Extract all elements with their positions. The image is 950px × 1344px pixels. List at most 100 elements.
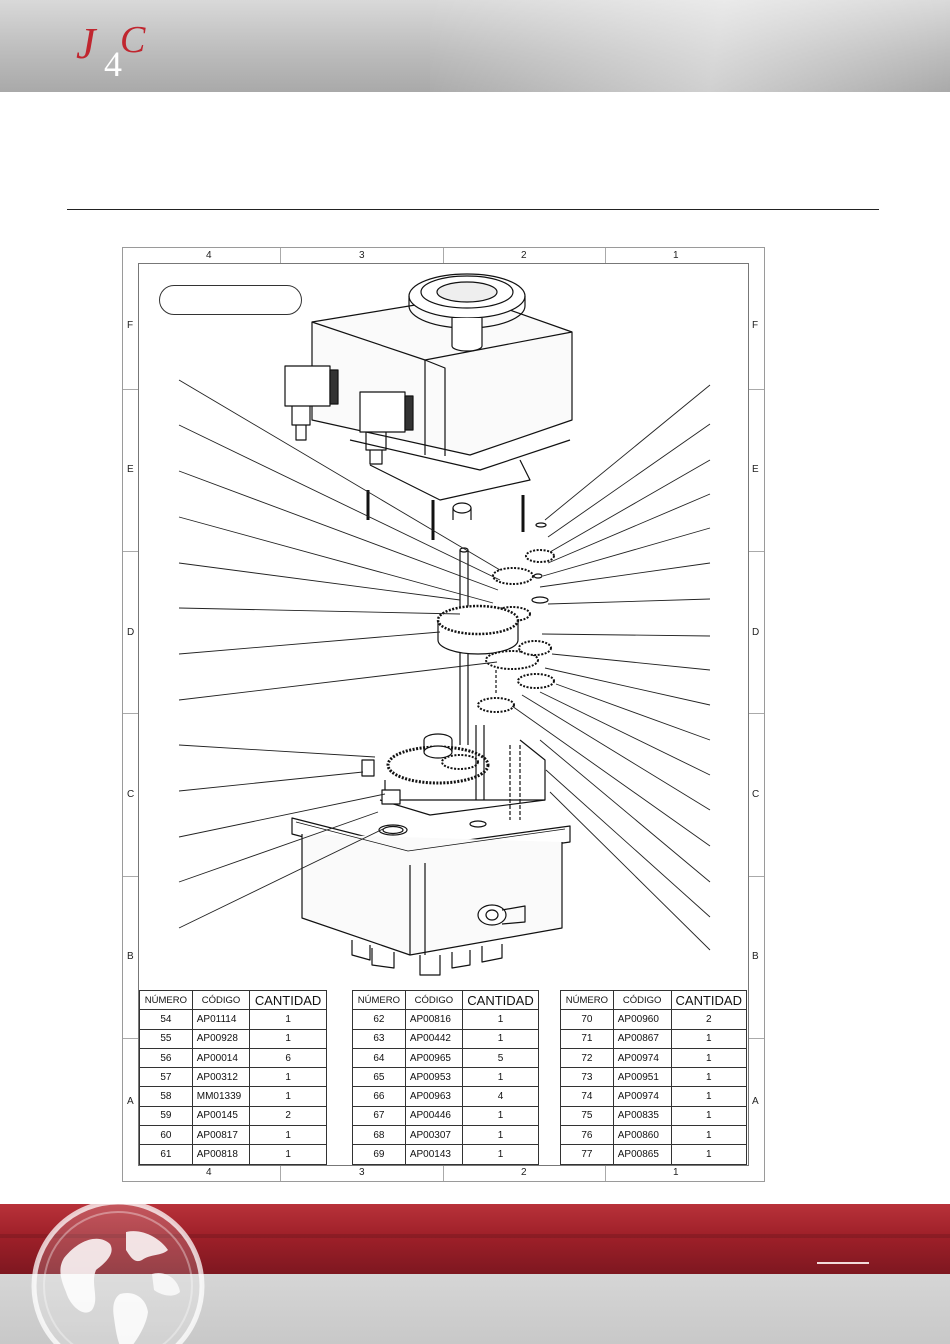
cell-numero: 72 [560, 1047, 614, 1069]
frame-tick [123, 1038, 138, 1039]
cell-numero: 56 [139, 1047, 193, 1069]
cell-cantidad: 1 [670, 1144, 748, 1165]
table-header-row: NÚMERO CÓDIGO CANTIDAD [139, 989, 327, 1011]
frame-tick [123, 713, 138, 714]
zone-row-left: C [127, 789, 135, 800]
zone-col-top: 1 [673, 250, 679, 261]
zone-row-right: D [752, 627, 760, 638]
col-header-numero: NÚMERO [139, 989, 193, 1011]
cell-cantidad: 1 [249, 1028, 327, 1049]
cell-codigo: AP00014 [191, 1047, 251, 1069]
zone-row-right: B [752, 951, 759, 962]
cell-cantidad: 1 [462, 1009, 539, 1030]
cell-numero: 59 [139, 1105, 193, 1127]
cell-numero: 69 [352, 1144, 406, 1165]
cell-codigo: AP00312 [191, 1067, 251, 1088]
frame-tick [280, 248, 281, 263]
leader-lines [178, 379, 711, 951]
cell-codigo: AP00974 [612, 1086, 672, 1107]
table-header-row: NÚMERO CÓDIGO CANTIDAD [352, 989, 539, 1011]
cell-numero: 73 [560, 1067, 614, 1088]
col-header-numero: NÚMERO [560, 989, 614, 1011]
cell-numero: 64 [352, 1047, 406, 1069]
zone-row-right: E [752, 464, 759, 475]
cell-codigo: AP00816 [404, 1009, 464, 1030]
cell-numero: 62 [352, 1009, 406, 1030]
logo-letter-j: J [76, 19, 98, 68]
col-header-codigo: CÓDIGO [612, 989, 672, 1011]
cell-cantidad: 1 [462, 1105, 539, 1127]
connector-right [359, 391, 406, 433]
zone-row-left: E [127, 464, 134, 475]
footer-underline [817, 1262, 869, 1264]
frame-tick [280, 1166, 281, 1181]
drawing-inner-border [138, 263, 749, 1166]
logo-letter-4: 4 [104, 44, 122, 78]
cell-codigo: AP00963 [404, 1086, 464, 1107]
cell-codigo: AP00143 [404, 1144, 464, 1165]
cell-numero: 60 [139, 1125, 193, 1146]
frame-tick [123, 389, 138, 390]
cell-cantidad: 1 [670, 1028, 748, 1049]
footer-band-shade [0, 1234, 950, 1238]
cell-numero: 58 [139, 1086, 193, 1107]
cell-cantidad: 5 [462, 1047, 539, 1069]
connector-left [284, 365, 331, 407]
zone-col-bottom: 4 [206, 1167, 212, 1178]
cell-codigo: AP00867 [612, 1028, 672, 1049]
cell-cantidad: 1 [249, 1144, 327, 1165]
gear-large [436, 604, 520, 636]
zone-row-right: F [752, 320, 759, 331]
cell-numero: 67 [352, 1105, 406, 1127]
frame-tick [749, 1038, 764, 1039]
cell-numero: 54 [139, 1009, 193, 1030]
frame-tick [749, 551, 764, 552]
zone-col-bottom: 1 [673, 1167, 679, 1178]
zone-row-left: B [127, 951, 134, 962]
frame-tick [443, 1166, 444, 1181]
table-header-row: NÚMERO CÓDIGO CANTIDAD [560, 989, 748, 1011]
cell-codigo: AP00974 [612, 1047, 672, 1069]
cell-codigo: MM01339 [191, 1086, 251, 1107]
cell-numero: 57 [139, 1067, 193, 1088]
cell-numero: 75 [560, 1105, 614, 1127]
cell-codigo: AP00953 [404, 1067, 464, 1088]
cell-codigo: AP01114 [191, 1009, 251, 1030]
cell-cantidad: 1 [670, 1067, 748, 1088]
zone-col-top: 2 [521, 250, 527, 261]
cell-numero: 65 [352, 1067, 406, 1088]
cell-cantidad: 1 [249, 1125, 327, 1146]
frame-tick [443, 248, 444, 263]
cell-cantidad: 1 [670, 1105, 748, 1127]
gear-upper [492, 567, 534, 585]
zone-row-left: D [127, 627, 135, 638]
cell-numero: 63 [352, 1028, 406, 1049]
col-header-cantidad: CANTIDAD [462, 989, 539, 1011]
frame-tick [123, 876, 138, 877]
cell-codigo: AP00442 [404, 1028, 464, 1049]
header-sheen [430, 0, 950, 92]
cell-cantidad: 6 [249, 1047, 327, 1069]
cell-cantidad: 1 [462, 1028, 539, 1049]
cell-numero: 66 [352, 1086, 406, 1107]
